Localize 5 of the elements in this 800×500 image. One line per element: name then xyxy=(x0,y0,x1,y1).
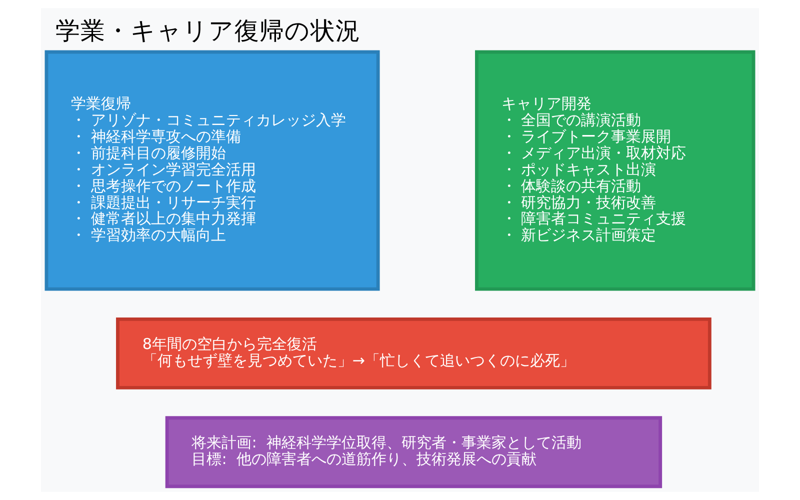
node-box: 学業復帰 ・ アリゾナ・コミュニティカレッジ入学 ・ 神経科学専攻への準備 ・ 前提科目の履修開始 ・ オンライン学習完全活用 ・ 思考操作でのノート作成 ・ 課題提出・リサーチ実行 ・ 健常者以上の集中力発揮 ・ 学習効率の大幅向上 xyxy=(44,50,380,291)
node-box: 将来計画: 神経科学学位取得、研究者・事業家として活動 目標: 他の障害者への道筋作り、技術発展への貢献 xyxy=(165,416,662,488)
node-box: キャリア開発 ・ 全国での講演活動 ・ ライブトーク事業展開 ・ メディア出演・取材対応 ・ ポッドキャスト出演 ・ 体験談の共有活動 ・ 研究協力・技術改善 ・ 障害者コミュニティ支援 ・ 新ビジネス計画策定 xyxy=(475,50,756,291)
node-box: 8年間の空白から完全復活 「何もせず壁を見つめていた」→「忙しくて追いつくのに必死」 xyxy=(116,317,712,390)
diagram-title: 学業・キャリア復帰の状況 xyxy=(56,16,361,45)
